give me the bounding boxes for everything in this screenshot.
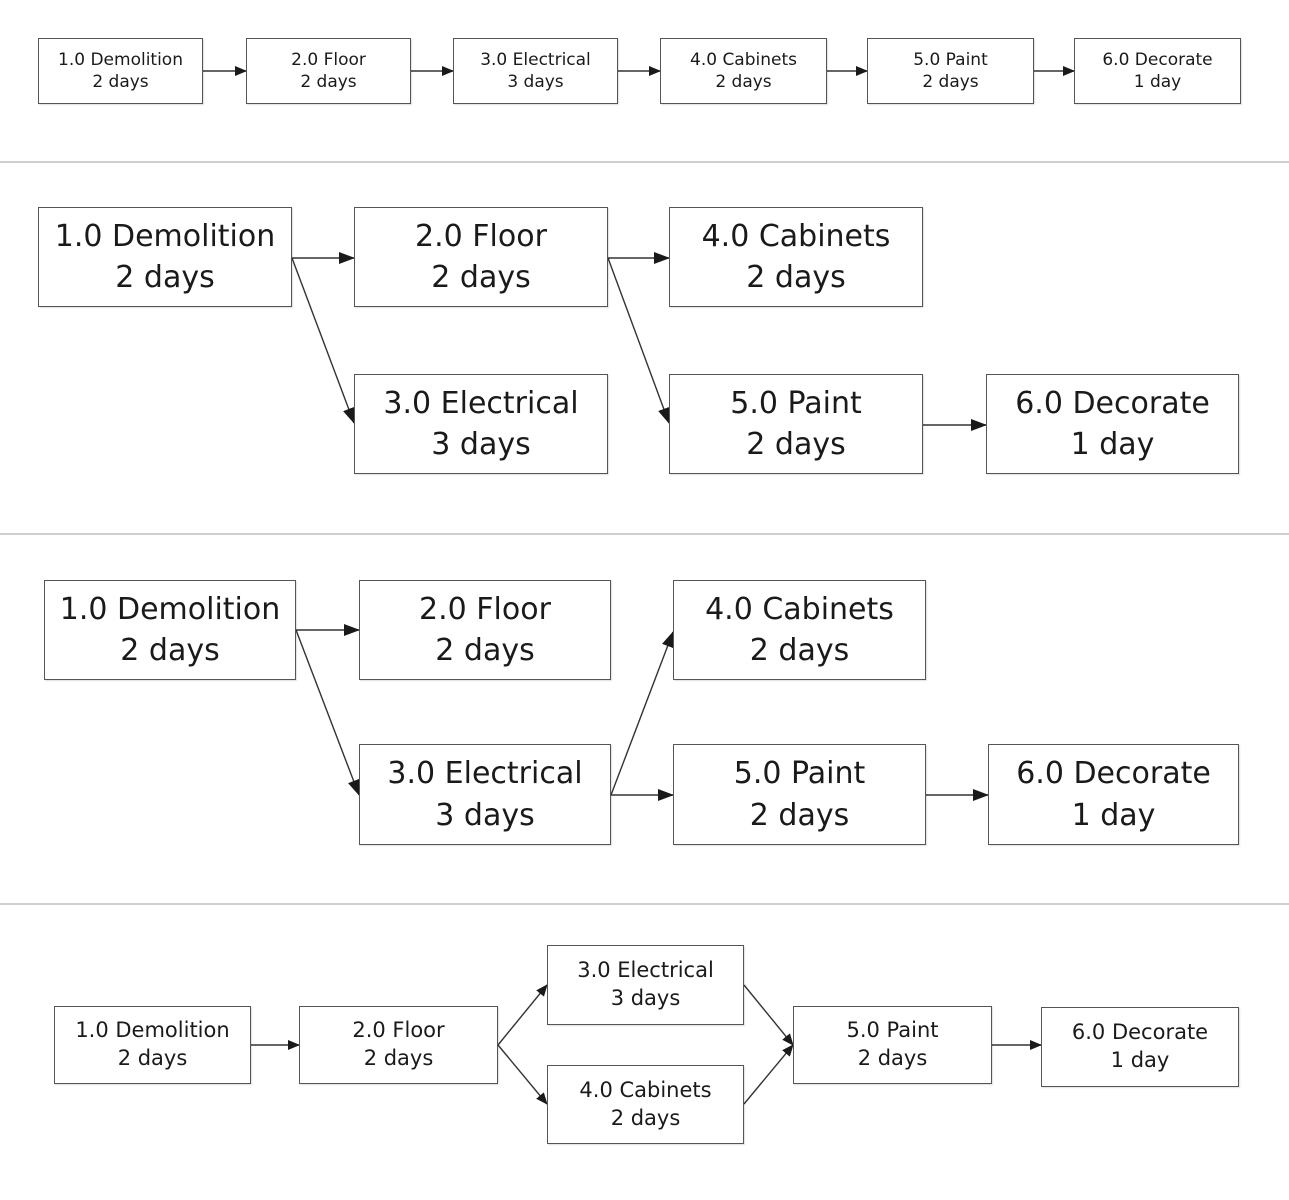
task-duration: 2 days [749,797,850,833]
task-box-cabinets: 4.0 Cabinets 2 days [669,207,923,307]
task-duration: 2 days [610,1105,681,1130]
task-label: 2.0 Floor [419,591,551,627]
section-divider [0,161,1289,163]
arrow-d2-2-5 [607,257,670,424]
task-label: 3.0 Electrical [577,958,714,983]
task-box-demolition: 1.0 Demolition 2 days [38,38,203,104]
task-duration: 2 days [431,260,531,295]
task-box-floor: 2.0 Floor 2 days [354,207,608,307]
task-label: 4.0 Cabinets [690,49,797,70]
task-box-decorate: 6.0 Decorate 1 day [986,374,1239,474]
section-divider [0,903,1289,905]
task-label: 5.0 Paint [730,385,862,421]
task-label: 3.0 Electrical [383,385,579,421]
arrow-d4-2-3 [497,984,548,1046]
task-label: 6.0 Decorate [1102,49,1213,70]
task-label: 1.0 Demolition [59,591,281,627]
task-duration: 1 day [1071,797,1156,833]
task-duration: 3 days [610,986,681,1010]
task-box-decorate: 6.0 Decorate 1 day [1041,1007,1239,1087]
arrow-d4-2-4 [497,1044,548,1105]
task-duration: 2 days [749,633,850,668]
task-duration: 2 days [300,72,357,92]
task-box-cabinets: 4.0 Cabinets 2 days [547,1065,744,1144]
task-duration: 3 days [431,427,531,462]
task-box-electrical: 3.0 Electrical 3 days [354,374,608,474]
task-box-decorate: 6.0 Decorate 1 day [1074,38,1241,104]
arrow-d4-3-5 [743,984,794,1046]
task-label: 2.0 Floor [291,49,366,70]
task-label: 1.0 Demolition [54,218,276,254]
arrow-d4-4-5 [743,1044,794,1105]
task-box-cabinets: 4.0 Cabinets 2 days [673,580,926,680]
task-label: 4.0 Cabinets [701,218,891,254]
task-duration: 1 day [1110,1048,1170,1072]
task-duration: 2 days [746,427,846,462]
task-label: 4.0 Cabinets [705,591,894,627]
arrow-d3-1-3 [295,629,360,796]
task-box-paint: 5.0 Paint 2 days [669,374,923,474]
task-duration: 2 days [92,72,149,92]
task-label: 2.0 Floor [352,1018,445,1043]
task-label: 1.0 Demolition [75,1018,230,1043]
task-box-electrical: 3.0 Electrical 3 days [453,38,618,104]
task-duration: 2 days [857,1046,928,1070]
section-divider [0,533,1289,535]
task-label: 5.0 Paint [846,1018,939,1043]
task-duration: 2 days [117,1046,188,1070]
task-box-floor: 2.0 Floor 2 days [359,580,611,680]
task-duration: 2 days [746,260,846,295]
task-box-paint: 5.0 Paint 2 days [793,1006,992,1084]
task-label: 3.0 Electrical [387,756,583,792]
task-duration: 2 days [115,260,215,295]
task-box-floor: 2.0 Floor 2 days [246,38,411,104]
task-label: 1.0 Demolition [58,49,183,70]
task-duration: 1 day [1070,427,1155,462]
task-label: 2.0 Floor [415,218,547,254]
arrow-d2-1-3 [291,257,355,424]
task-box-paint: 5.0 Paint 2 days [673,744,926,845]
task-box-demolition: 1.0 Demolition 2 days [54,1006,251,1084]
task-duration: 1 day [1133,72,1182,92]
task-box-demolition: 1.0 Demolition 2 days [38,207,292,307]
task-duration: 2 days [363,1046,434,1070]
arrow-d3-3-4 [610,631,674,796]
task-box-floor: 2.0 Floor 2 days [299,1006,498,1084]
task-box-cabinets: 4.0 Cabinets 2 days [660,38,827,104]
task-label: 5.0 Paint [913,49,988,70]
task-label: 6.0 Decorate [1016,756,1211,792]
task-duration: 2 days [922,72,979,92]
task-box-electrical: 3.0 Electrical 3 days [359,744,611,845]
task-box-demolition: 1.0 Demolition 2 days [44,580,296,680]
task-label: 6.0 Decorate [1015,385,1210,421]
task-duration: 2 days [120,633,220,668]
task-duration: 3 days [507,72,564,92]
task-duration: 3 days [435,797,535,833]
task-label: 6.0 Decorate [1071,1020,1209,1045]
task-box-paint: 5.0 Paint 2 days [867,38,1034,104]
task-box-electrical: 3.0 Electrical 3 days [547,945,744,1025]
task-label: 4.0 Cabinets [579,1077,712,1102]
task-box-decorate: 6.0 Decorate 1 day [988,744,1239,845]
task-duration: 2 days [715,72,772,92]
task-label: 5.0 Paint [733,756,866,792]
task-duration: 2 days [435,633,535,668]
task-label: 3.0 Electrical [480,49,591,70]
